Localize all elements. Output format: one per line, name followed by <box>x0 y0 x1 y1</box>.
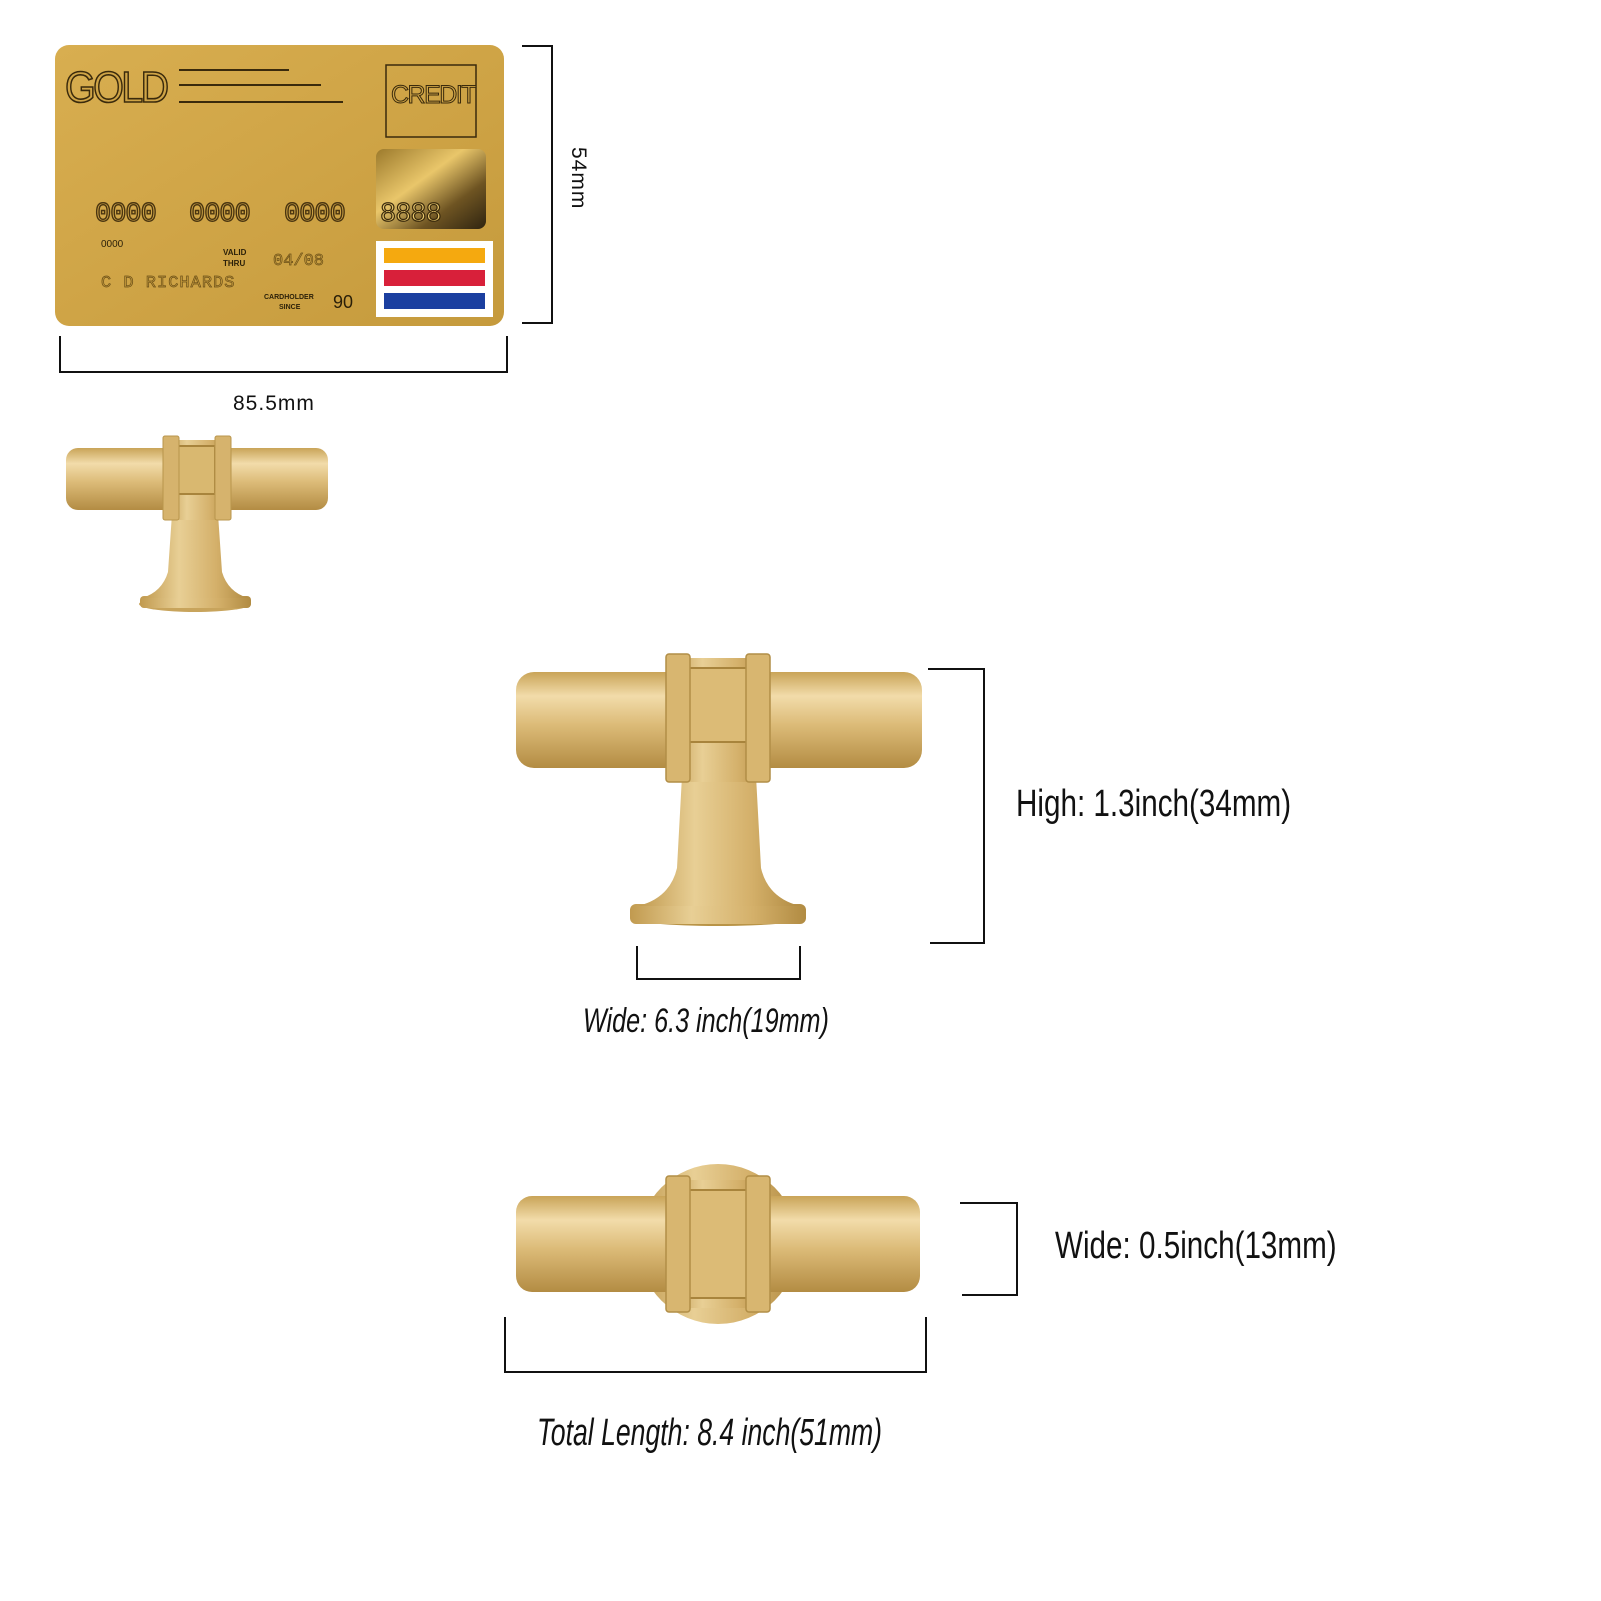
knob-top-view <box>516 1164 920 1324</box>
knob-wide-bracket <box>636 946 801 980</box>
bar-wide-bracket <box>960 1202 1018 1296</box>
card-number-group-1: 0000 <box>94 199 157 230</box>
card-brand: GOLD <box>64 62 170 113</box>
valid-thru-label-1: VALID <box>223 248 247 257</box>
valid-date: 04/08 <box>273 252 325 272</box>
stripe-red <box>384 270 485 286</box>
bar-wide-label: Wide: 0.5inch(13mm) <box>1055 1225 1337 1267</box>
hologram <box>376 149 486 229</box>
card-type-label: CREDIT <box>390 81 477 110</box>
card-height-label: 54mm <box>567 147 590 210</box>
large-knob-side-view <box>516 653 922 926</box>
card-width-label: 85.5mm <box>233 392 315 415</box>
knob-wide-label: Wide: 6.3 inch(19mm) <box>583 1002 829 1040</box>
cardholder-name: C D RICHARDS <box>101 274 236 294</box>
card-number-group-3: 0000 <box>283 199 346 230</box>
small-knob-side-view <box>66 435 328 612</box>
cardholder-since-value: 90 <box>333 292 354 312</box>
knob-high-bracket <box>928 668 985 944</box>
valid-thru-label-2: THRU <box>223 259 246 268</box>
card-small-number: 0000 <box>101 239 124 250</box>
credit-card: GOLD CREDIT 0000 0000 0000 8888 0000 VAL… <box>55 45 504 326</box>
stripe-blue <box>384 293 485 309</box>
card-height-bracket <box>522 45 553 324</box>
total-length-label: Total Length: 8.4 inch(51mm) <box>537 1412 883 1454</box>
total-length-bracket <box>504 1317 927 1373</box>
knob-high-label: High: 1.3inch(34mm) <box>1016 783 1292 825</box>
card-number-group-2: 0000 <box>188 199 251 230</box>
card-number-group-4: 8888 <box>379 199 442 230</box>
cardholder-since-label-1: CARDHOLDER <box>264 294 314 301</box>
card-body <box>55 45 504 326</box>
card-width-bracket <box>59 336 508 373</box>
cardholder-since-label-2: SINCE <box>279 304 301 311</box>
stripe-orange <box>384 248 485 263</box>
